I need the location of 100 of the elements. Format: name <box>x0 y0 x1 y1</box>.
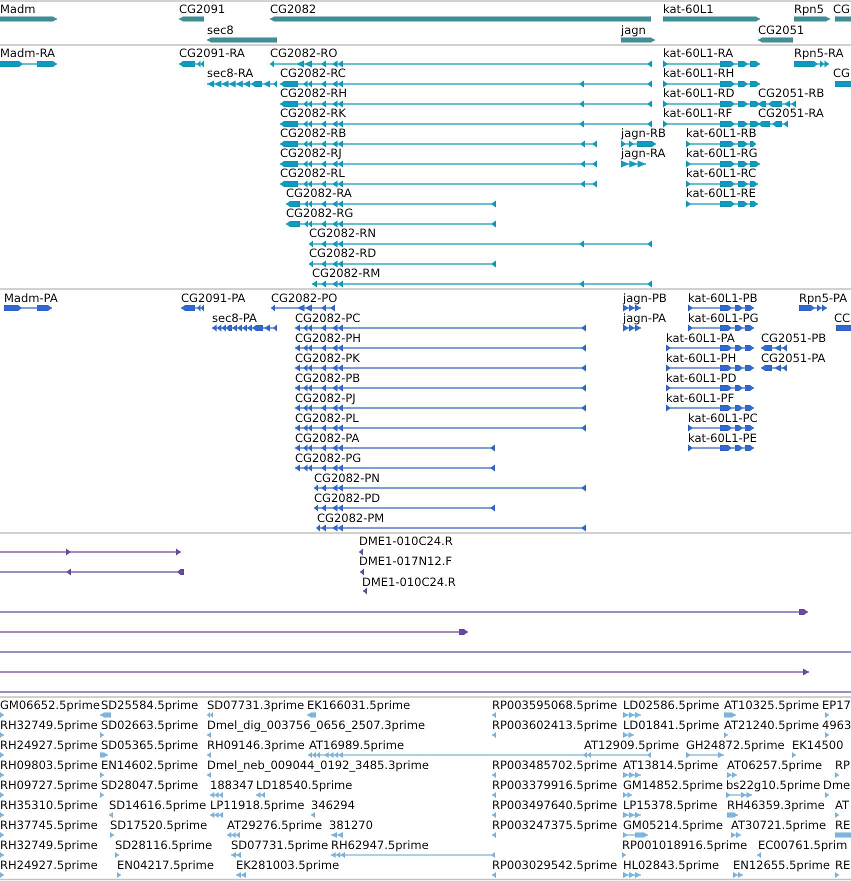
protein-label: CG2082-PK <box>295 352 360 364</box>
protein-label: Rpn5-PA <box>799 292 848 304</box>
protein-label: CG2082-PH <box>295 332 361 344</box>
protein-label: CG2082-PB <box>295 372 360 384</box>
est-label: RH09803.5prime <box>0 759 98 771</box>
protein-label: CG2091-PA <box>181 292 246 304</box>
transcript-label: CG2082-RN <box>309 227 376 239</box>
transcript-label: CG2082-RG <box>286 207 354 219</box>
protein-label: kat-60L1-PC <box>688 412 758 424</box>
est-label: GM14852.5prime <box>623 779 723 791</box>
protein-label: CG2082-PO <box>271 292 338 304</box>
protein-label: sec8-PA <box>212 312 257 324</box>
transcript-label: kat-60L1-RC <box>686 167 756 179</box>
protein-label: CG2082-PL <box>295 412 359 424</box>
clone-label: DME1-010C24.R <box>359 535 453 547</box>
est-label: RH24927.5prime <box>0 859 98 871</box>
est-label: EC00761.5prim <box>758 839 848 851</box>
est-label: SD28116.5prime <box>115 839 212 851</box>
protein-label: kat-60L1-PA <box>666 332 735 344</box>
est-label: LD18540.5prime <box>256 779 352 791</box>
est-label: 4963 <box>822 719 851 731</box>
gene-label: jagn <box>621 24 646 36</box>
protein-label: kat-60L1-PH <box>666 352 736 364</box>
gene-label: Madm <box>0 2 36 14</box>
transcript-label: Rpn5-RA <box>794 47 844 59</box>
est-label: bs22g10.5prime <box>726 779 820 791</box>
gene-label: sec8 <box>207 24 234 36</box>
est-label: LP11918.5prime <box>210 799 304 811</box>
est-label: RH62947.5prime <box>331 839 429 851</box>
transcript-label: CG2082-RK <box>280 107 346 119</box>
est-label: SD25584.5prime <box>101 699 198 711</box>
est-label: LD02586.5prime <box>623 699 720 711</box>
est-label: LP15378.5prime <box>623 799 718 811</box>
est-label: LD01841.5prime <box>623 719 720 731</box>
est-label: AT30721.5prime <box>731 819 826 831</box>
protein-label: CG2082-PC <box>295 312 360 324</box>
transcript-label: CG2051-RA <box>758 107 824 119</box>
est-label: HL02843.5prime <box>623 859 720 871</box>
transcript-label: kat-60L1-RA <box>663 47 734 59</box>
transcript-label: CG <box>833 67 850 79</box>
est-label: AT29276.5prime <box>227 819 322 831</box>
est-label: AT06257.5prime <box>727 759 822 771</box>
transcript-label: CG2051-RB <box>758 87 824 99</box>
transcript-label: CG2082-RA <box>286 187 352 199</box>
protein-label: CG2051-PB <box>761 332 826 344</box>
est-label: SD28047.5prime <box>101 779 198 791</box>
est-label: RE <box>835 819 850 831</box>
est-label: RP001018916.5prime <box>622 839 748 851</box>
protein-label: Madm-PA <box>4 292 58 304</box>
est-label: SD17520.5prime <box>110 819 208 831</box>
est-label: SD07731.3prime <box>207 699 304 711</box>
protein-label: kat-60L1-PG <box>688 312 759 324</box>
est-label: RP <box>835 759 850 771</box>
protein-label: CG2082-PN <box>314 472 380 484</box>
est-label: RP003029542.5prime <box>492 859 618 871</box>
protein-label: CG2082-PJ <box>295 392 356 404</box>
protein-label: kat-60L1-PD <box>666 372 736 384</box>
est-label: RH09146.3prime <box>207 739 305 751</box>
transcript-label: kat-60L1-RH <box>663 67 734 79</box>
transcript-label: kat-60L1-RF <box>663 107 732 119</box>
transcript-label: CG2082-RH <box>280 87 347 99</box>
est-label: RP003602413.5prime <box>492 719 618 731</box>
transcript-label: CG2082-RL <box>280 167 345 179</box>
protein-label: CG2051-PA <box>761 352 826 364</box>
est-label: RH32749.5prime <box>0 839 98 851</box>
est-label: AT <box>835 799 849 811</box>
est-label: RP003497640.5prime <box>492 799 618 811</box>
est-label: RP003247375.5prime <box>492 819 618 831</box>
est-label: RP003379916.5prime <box>492 779 618 791</box>
est-label: EN14602.5prime <box>101 759 198 771</box>
est-label: SD02663.5prime <box>101 719 198 731</box>
transcript-label: CG2082-RB <box>280 127 346 139</box>
protein-label: CG2082-PG <box>295 452 362 464</box>
est-label: AT16989.5prime <box>309 739 404 751</box>
est-label: GH24872.5prime <box>686 739 785 751</box>
gene-label: CG2082 <box>270 2 316 14</box>
transcript-label: CG2091-RA <box>179 47 245 59</box>
est-label: EN12655.5prime <box>733 859 830 871</box>
clone-label: DME1-017N12.F <box>359 555 452 567</box>
protein-label: jagn-PB <box>623 292 667 304</box>
est-label: SD07731.5prime <box>231 839 328 851</box>
est-label: AT13814.5prime <box>623 759 718 771</box>
gene-label: kat-60L1 <box>663 2 714 14</box>
est-label: Dmel_dig_003756_0656_2507.3prime <box>207 719 426 731</box>
transcript-label: kat-60L1-RG <box>686 147 758 159</box>
protein-label: kat-60L1-PF <box>666 392 734 404</box>
transcript-label: kat-60L1-RE <box>686 187 756 199</box>
transcript-label: CG2082-RJ <box>280 147 342 159</box>
est-label: Dme <box>823 779 850 791</box>
est-label: Dmel_neb_009044_0192_3485.3prime <box>207 759 429 771</box>
transcript-label: CG2082-RC <box>280 67 346 79</box>
protein-label: kat-60L1-PB <box>688 292 758 304</box>
gene-label: CG2051 <box>758 24 804 36</box>
transcript-label: Madm-RA <box>0 47 56 59</box>
gene-label: CG2091 <box>179 2 226 14</box>
transcript-label: CG2082-RO <box>270 47 338 59</box>
est-label: 346294 <box>311 799 355 811</box>
transcript-label: jagn-RA <box>621 147 666 159</box>
est-label: EN04217.5prime <box>117 859 214 871</box>
transcript-label: sec8-RA <box>207 67 254 79</box>
